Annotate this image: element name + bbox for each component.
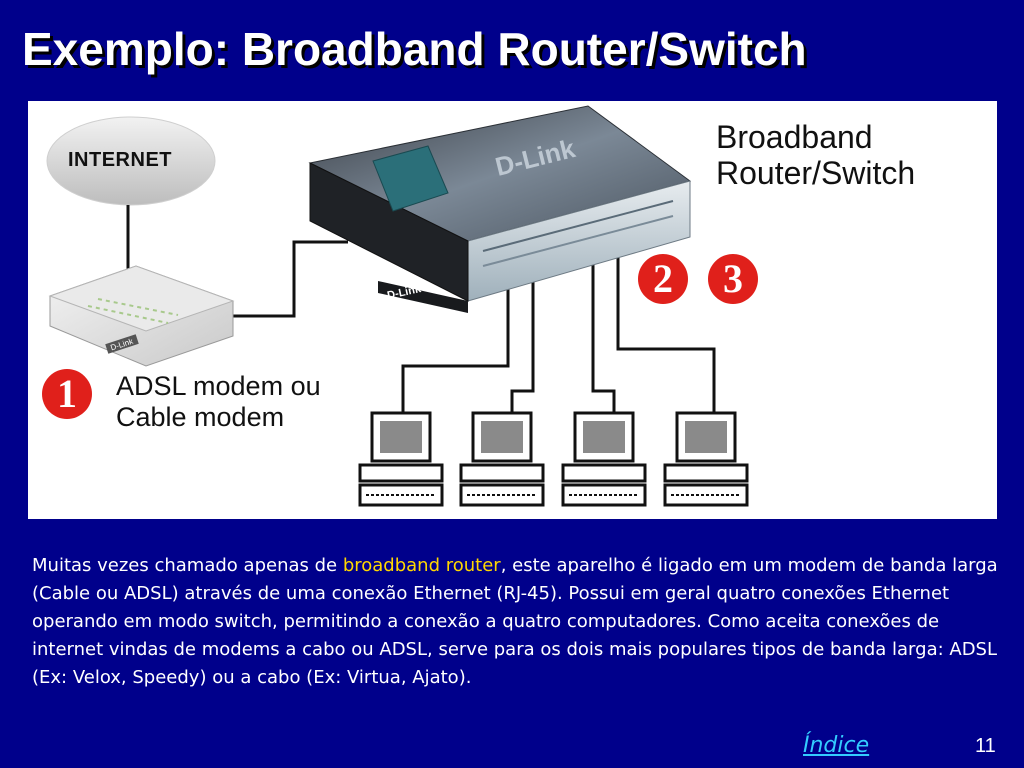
internet-label: INTERNET (68, 149, 172, 171)
page-number: 11 (975, 735, 996, 757)
cable-router-pc2 (510, 253, 535, 413)
internet-cloud (46, 116, 216, 206)
pc-1 (358, 411, 444, 507)
pc-4 (663, 411, 749, 507)
pc-3 (561, 411, 647, 507)
description-paragraph: Muitas vezes chamado apenas de broadband… (32, 552, 1000, 692)
description-highlight: broadband router (342, 555, 501, 576)
modem-label-line1: ADSL modem ou (116, 371, 321, 401)
cable-router-pc3 (591, 251, 616, 413)
badge-3: 3 (708, 254, 758, 304)
index-link[interactable]: Índice (803, 733, 870, 758)
modem-label: ADSL modem ou Cable modem (116, 371, 321, 432)
slide-title: Exemplo: Broadband Router/Switch (22, 23, 807, 75)
router-label-line2: Router/Switch (716, 155, 916, 192)
router-label-line1: Broadband (716, 119, 873, 155)
router-port-leds (482, 200, 674, 267)
description-after: , este aparelho é ligado em um modem de … (32, 555, 998, 688)
network-diagram: D-Link D-Link D-Link (28, 101, 997, 519)
badge-2: 2 (638, 254, 688, 304)
badge-1: 1 (42, 369, 92, 419)
cable-router-pc4 (616, 246, 716, 413)
modem-device: D-Link (48, 265, 235, 367)
router-device: D-Link D-Link (308, 105, 692, 313)
router-label: Broadband Router/Switch (716, 119, 915, 191)
modem-label-line2: Cable modem (116, 401, 285, 432)
cable-router-pc1 (401, 253, 510, 413)
pc-2 (459, 411, 545, 507)
description-before: Muitas vezes chamado apenas de (32, 555, 343, 576)
cable-modem-router (226, 240, 348, 318)
diagram-drawing: D-Link D-Link D-Link (46, 105, 749, 507)
